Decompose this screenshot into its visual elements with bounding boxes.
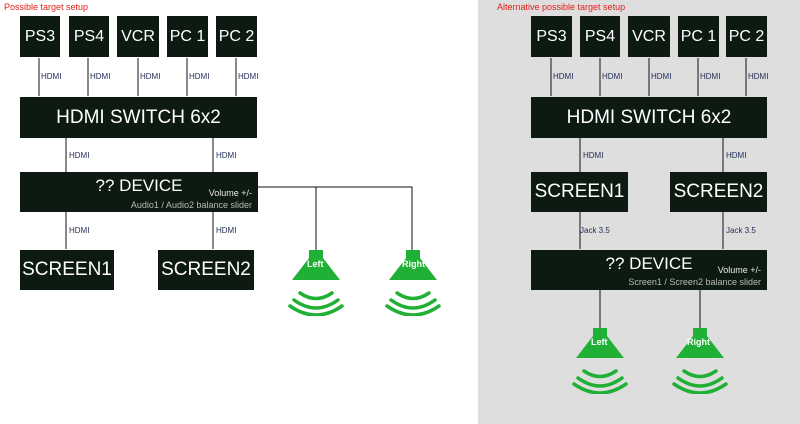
link-label-hdmi: HDMI (41, 72, 62, 81)
speaker-left-icon (572, 328, 628, 394)
screen1: SCREEN1 (20, 250, 114, 290)
device-balance-label: Screen1 / Screen2 balance slider (628, 277, 761, 287)
link-label-hdmi: HDMI (69, 226, 90, 235)
source-vcr: VCR (628, 16, 670, 57)
screen1: SCREEN1 (531, 172, 628, 212)
speaker-right-label: Right (402, 259, 425, 269)
link-label-hdmi: HDMI (726, 151, 747, 160)
source-pc2: PC 2 (216, 16, 257, 57)
right-setup-title: Alternative possible target setup (497, 2, 626, 12)
source-pc2: PC 2 (726, 16, 767, 57)
link-label-hdmi: HDMI (216, 226, 237, 235)
hdmi-switch: HDMI SWITCH 6x2 (531, 97, 767, 138)
link-label-hdmi: HDMI (583, 151, 604, 160)
speaker-right-icon (385, 250, 441, 316)
source-ps4: PS4 (580, 16, 620, 57)
link-label-hdmi: HDMI (216, 151, 237, 160)
link-label-hdmi: HDMI (238, 72, 259, 81)
source-ps4: PS4 (69, 16, 109, 57)
source-ps3: PS3 (531, 16, 572, 57)
link-label-hdmi: HDMI (700, 72, 721, 81)
link-label-hdmi: HDMI (602, 72, 623, 81)
speaker-left-label: Left (591, 337, 608, 347)
screen2: SCREEN2 (158, 250, 254, 290)
device-volume-label: Volume +/- (717, 265, 761, 275)
speaker-right-label: Right (687, 337, 710, 347)
source-pc1: PC 1 (167, 16, 208, 57)
device-box: ?? DEVICE Volume +/- Audio1 / Audio2 bal… (20, 172, 258, 212)
device-volume-label: Volume +/- (208, 188, 252, 198)
link-label-hdmi: HDMI (553, 72, 574, 81)
link-label-hdmi: HDMI (69, 151, 90, 160)
device-box: ?? DEVICE Volume +/- Screen1 / Screen2 b… (531, 250, 767, 290)
link-label-hdmi: HDMI (140, 72, 161, 81)
source-vcr: VCR (117, 16, 159, 57)
link-label-hdmi: HDMI (748, 72, 769, 81)
hdmi-switch: HDMI SWITCH 6x2 (20, 97, 257, 138)
screen2: SCREEN2 (670, 172, 767, 212)
speaker-left-label: Left (307, 259, 324, 269)
left-setup-title: Possible target setup (4, 2, 89, 12)
source-ps3: PS3 (20, 16, 60, 57)
device-name: ?? DEVICE (95, 176, 183, 195)
link-label-jack: Jack 3.5 (726, 226, 756, 235)
speaker-left-icon (288, 250, 344, 316)
device-name: ?? DEVICE (605, 254, 693, 273)
link-label-jack: Jack 3.5 (580, 226, 610, 235)
link-label-hdmi: HDMI (651, 72, 672, 81)
link-label-hdmi: HDMI (189, 72, 210, 81)
source-pc1: PC 1 (678, 16, 719, 57)
device-balance-label: Audio1 / Audio2 balance slider (130, 200, 252, 210)
link-label-hdmi: HDMI (90, 72, 111, 81)
speaker-right-icon (672, 328, 728, 394)
